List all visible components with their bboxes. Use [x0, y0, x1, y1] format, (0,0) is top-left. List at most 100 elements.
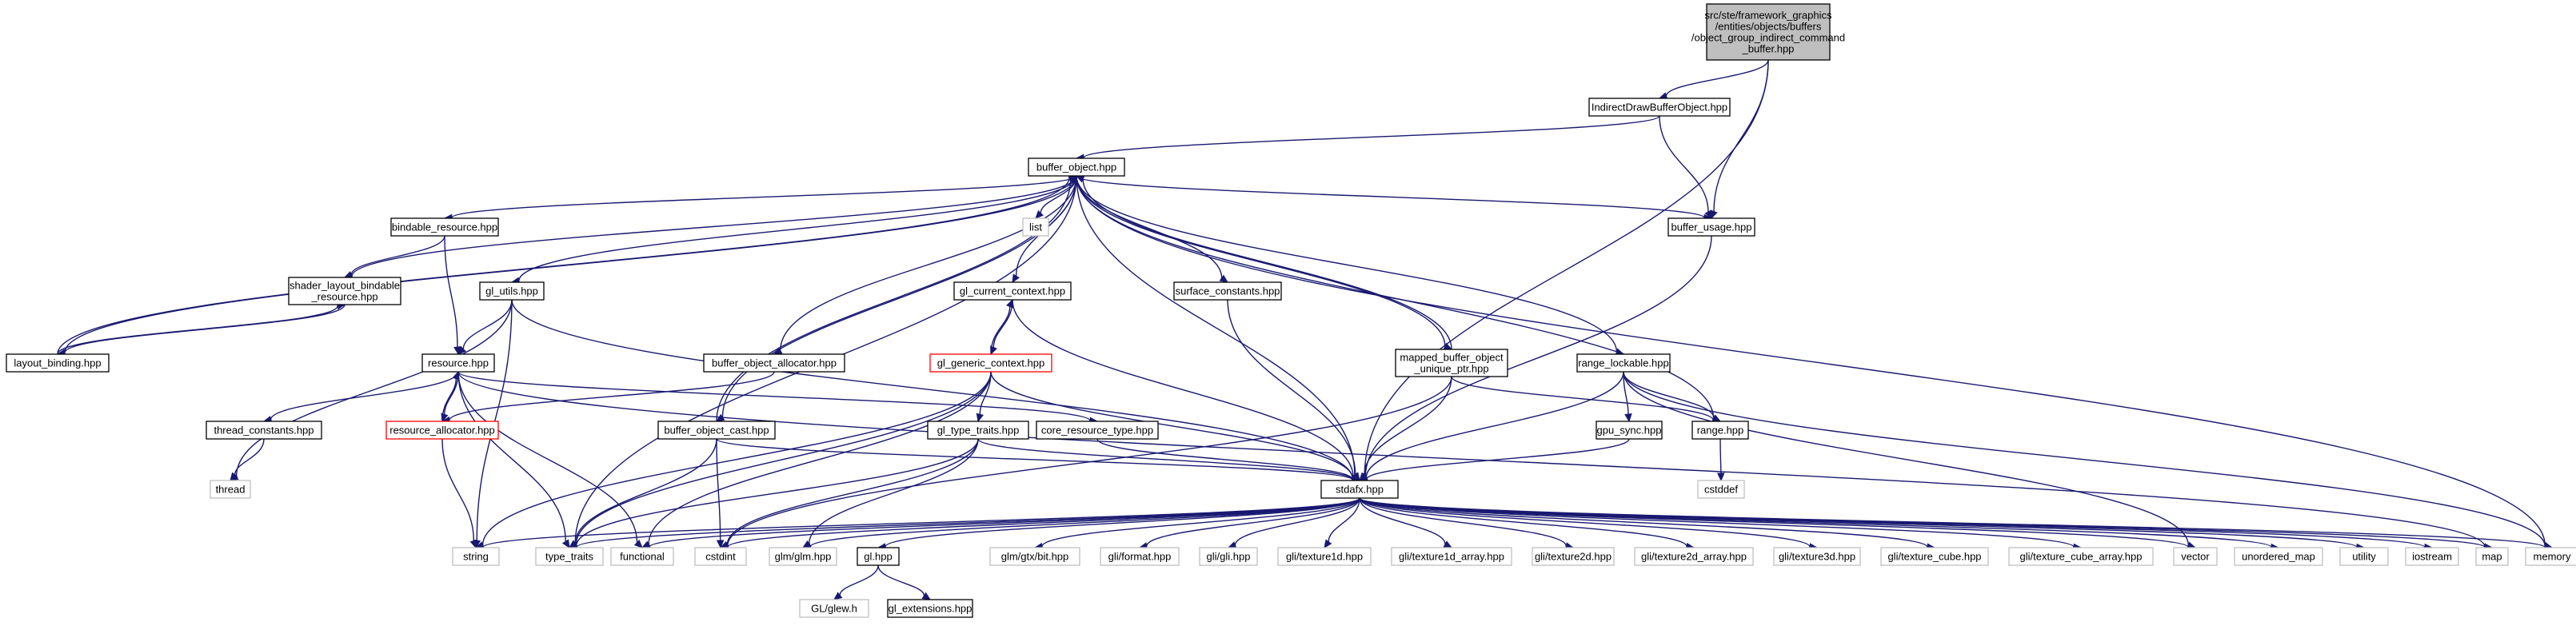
edge-resource-to-type_traits: [457, 371, 570, 549]
edge-line: [1076, 175, 1223, 278]
node-gpu_sync[interactable]: gpu_sync.hpp: [1596, 421, 1663, 440]
node-box: [1691, 421, 1749, 440]
edge-line: [441, 378, 457, 422]
node-gl_extensions[interactable]: gl_extensions.hpp: [887, 599, 973, 618]
node-surface[interactable]: surface_constants.hpp: [1173, 281, 1282, 301]
node-range[interactable]: range.hpp: [1691, 421, 1749, 440]
edge-line: [990, 371, 1354, 479]
node-box: [1532, 547, 1615, 566]
edge-stdafx-to-glm_gtx_bit: [1033, 497, 1360, 551]
edge-line: [57, 177, 1070, 355]
edge-line: [457, 371, 1091, 421]
node-string: string: [452, 547, 500, 566]
edge-line: [726, 438, 979, 545]
edge-line: [1359, 497, 2189, 548]
node-type_traits: type_traits: [535, 547, 604, 566]
edge-line: [235, 299, 513, 477]
edge-line: [716, 180, 1072, 422]
edge-arrowhead: [1035, 209, 1044, 219]
node-label: thread_constants.hpp: [214, 425, 314, 437]
edge-arrowhead: [1219, 274, 1229, 283]
edge-buffer_object-to-memory: [1076, 175, 2554, 550]
edge-root-to-stdafx: [1359, 59, 1769, 481]
edge-line: [462, 299, 513, 349]
edge-root-to-buffer_usage: [1710, 59, 1769, 220]
node-label: _buffer.hpp: [1742, 43, 1795, 55]
node-label: layout_binding.hpp: [14, 357, 101, 369]
node-map: map: [2475, 547, 2509, 566]
edge-arrowhead: [1006, 298, 1013, 309]
node-indirect[interactable]: IndirectDrawBufferObject.hpp: [1588, 98, 1731, 117]
node-label: gli/texture_cube_array.hpp: [2020, 551, 2143, 563]
edge-line: [574, 438, 717, 544]
node-buffer_object[interactable]: buffer_object.hpp: [1028, 157, 1125, 177]
node-gl_utils[interactable]: gl_utils.hpp: [479, 281, 545, 301]
node-gli_format: gli/format.hpp: [1100, 547, 1180, 566]
node-gl_type_traits[interactable]: gl_type_traits.hpp: [927, 421, 1029, 440]
node-box: [479, 281, 545, 301]
node-bo_allocator[interactable]: buffer_object_allocator.hpp: [703, 353, 845, 373]
edge-stdafx-to-cstdint: [719, 497, 1360, 552]
edge-shader_layout-to-layout_binding: [56, 304, 345, 357]
node-range_lockable[interactable]: range_lockable.hpp: [1576, 353, 1671, 373]
node-label: range.hpp: [1697, 425, 1744, 437]
node-mapped[interactable]: mapped_buffer_object_unique_ptr.hpp: [1395, 349, 1508, 377]
node-box: [1667, 217, 1755, 237]
node-bindable[interactable]: bindable_resource.hpp: [390, 217, 499, 237]
node-gli_t3d: gli/texture3d.hpp: [1773, 547, 1861, 566]
node-label: shader_layout_bindable: [290, 280, 400, 292]
node-box: [206, 421, 322, 440]
edge-line: [1719, 438, 1722, 474]
edge-line: [350, 235, 445, 275]
node-gl_generic[interactable]: gl_generic_context.hpp: [929, 353, 1052, 373]
edge-line: [518, 175, 1077, 281]
node-core_resource_type[interactable]: core_resource_type.hpp: [1036, 421, 1159, 440]
edge-line: [1359, 497, 2358, 548]
node-root[interactable]: src/ste/framework_graphics/entities/obje…: [1691, 3, 1845, 61]
node-label: gl.hpp: [864, 551, 892, 563]
node-label: utility: [2352, 551, 2376, 563]
node-gl_current[interactable]: gl_current_context.hpp: [953, 281, 1072, 301]
node-box: [769, 547, 837, 566]
node-label: unordered_map: [2242, 551, 2315, 563]
edge-line: [1076, 175, 1705, 219]
edge-line: [1713, 59, 1769, 212]
edge-line: [1082, 178, 1452, 350]
node-box: [2475, 547, 2509, 566]
node-label: gli/format.hpp: [1108, 551, 1172, 563]
node-buffer_usage[interactable]: buffer_usage.hpp: [1667, 217, 1755, 237]
node-gl[interactable]: gl.hpp: [857, 547, 900, 566]
node-bo_cast[interactable]: buffer_object_cast.hpp: [657, 421, 776, 440]
node-resource_allocator[interactable]: resource_allocator.hpp: [385, 421, 499, 440]
node-box: [1576, 353, 1671, 373]
edge-arrowhead: [1324, 539, 1332, 549]
node-shader_layout[interactable]: shader_layout_bindable_resource.hpp: [288, 277, 401, 305]
node-box: [452, 547, 500, 566]
edge-line: [1359, 497, 2546, 548]
edge-line: [1012, 299, 1354, 477]
node-box: [989, 547, 1080, 566]
edge-line: [1328, 497, 1360, 542]
node-label: iostream: [2412, 551, 2452, 563]
node-resource[interactable]: resource.hpp: [421, 353, 495, 373]
edge-line: [1451, 376, 1714, 421]
edge-line: [1623, 371, 1715, 419]
edge-line: [451, 175, 1077, 219]
node-label: range_lockable.hpp: [1578, 357, 1668, 369]
edge-line: [1359, 497, 1687, 548]
edge-bo_cast-to-cstdint: [716, 438, 725, 549]
edge-line: [649, 497, 1360, 548]
node-layout_binding[interactable]: layout_binding.hpp: [6, 353, 110, 373]
node-box: [1773, 547, 1861, 566]
edge-line: [57, 305, 338, 355]
node-thread_constants[interactable]: thread_constants.hpp: [206, 421, 322, 440]
edge-line: [839, 564, 879, 596]
node-box: [1706, 3, 1831, 61]
edge-line: [1359, 497, 1567, 547]
node-stdafx[interactable]: stdafx.hpp: [1320, 480, 1399, 499]
edge-arrowhead: [1624, 413, 1632, 423]
node-glm_gtx_bit: glm/gtx/bit.hpp: [989, 547, 1080, 566]
node-label: /object_group_indirect_command: [1691, 32, 1845, 44]
node-label: glm/gtx/bit.hpp: [1001, 551, 1069, 563]
